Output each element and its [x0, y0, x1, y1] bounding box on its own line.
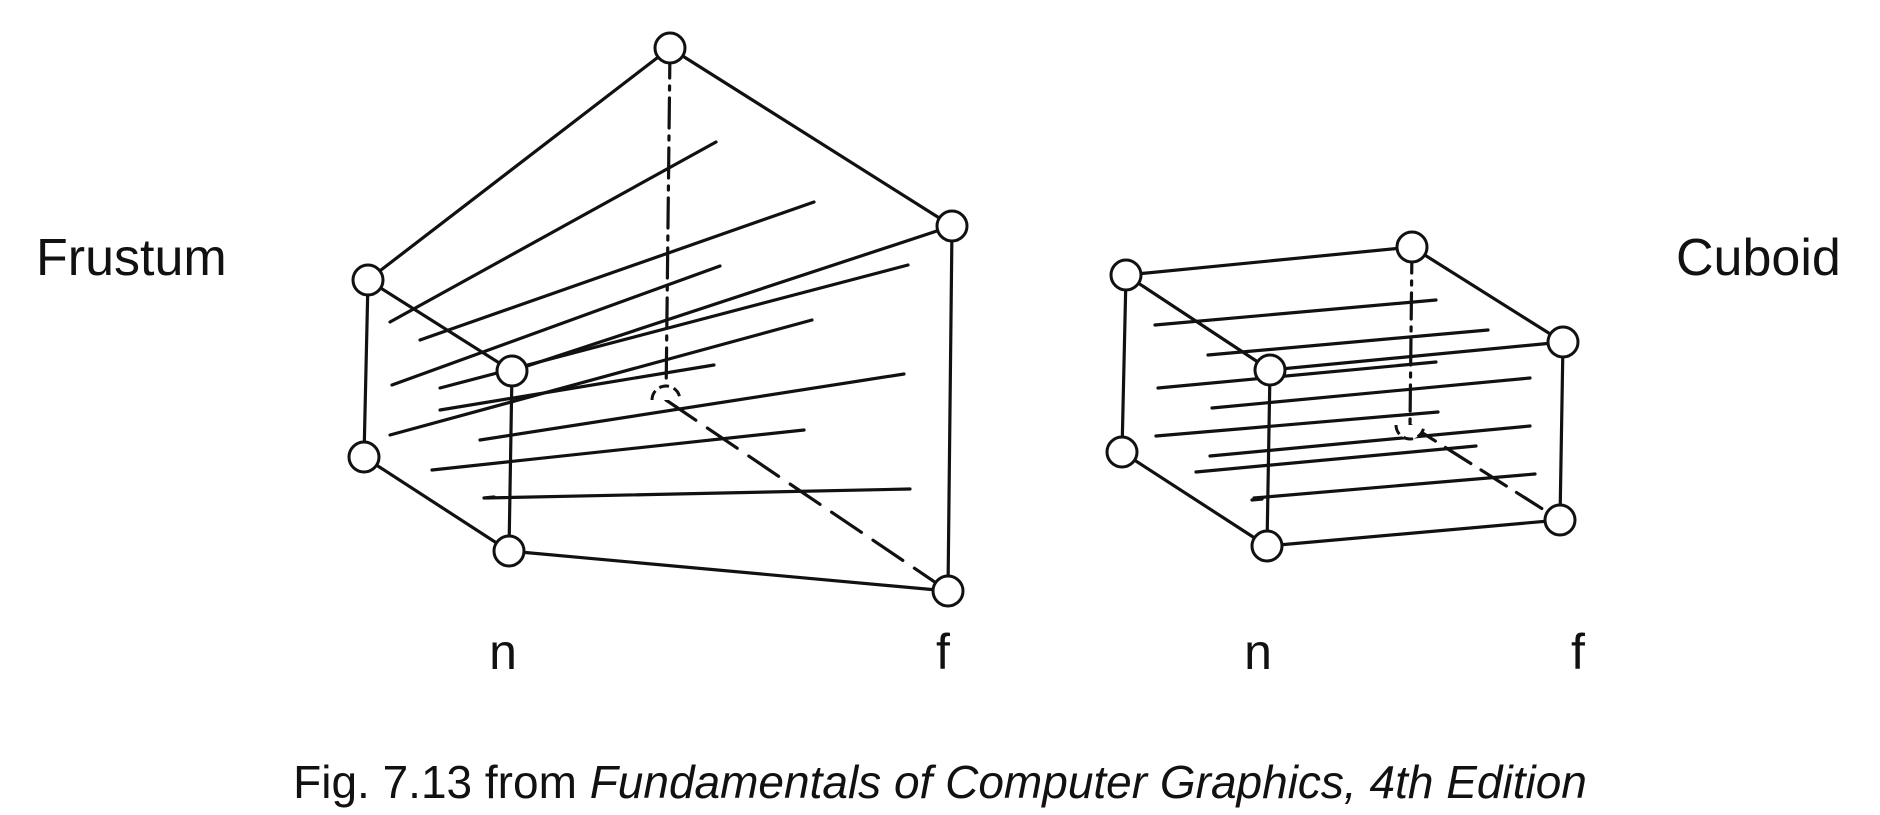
frustum-vertex — [351, 263, 385, 297]
cuboid-vertex — [1105, 435, 1139, 469]
cuboid-label: Cuboid — [1676, 229, 1841, 287]
frustum-vertex — [492, 534, 526, 568]
frustum-far-label: f — [936, 624, 950, 680]
cuboid-vertex — [1250, 529, 1284, 563]
cuboid-far-label: f — [1571, 624, 1585, 680]
frustum-vertex — [653, 31, 687, 65]
frustum-vertex — [935, 209, 969, 243]
frustum-vertex — [495, 354, 529, 388]
cuboid-vertex — [1546, 325, 1580, 359]
figure-caption: Fig. 7.13 from Fundamentals of Computer … — [0, 754, 1880, 810]
frustum-label: Frustum — [36, 229, 227, 287]
cuboid-hidden-vertex — [1394, 424, 1426, 441]
caption-prefix: Fig. 7.13 from — [293, 756, 590, 808]
cuboid-shape — [1120, 245, 1565, 548]
cuboid-near-label: n — [1244, 624, 1272, 680]
cuboid-vertex — [1395, 230, 1429, 264]
frustum-shape — [362, 46, 954, 593]
frustum-hidden-vertex — [650, 384, 682, 401]
frustum-vertex — [931, 574, 965, 608]
cuboid-vertex — [1253, 353, 1287, 387]
frustum-near-label: n — [489, 624, 517, 680]
cuboid-vertex — [1543, 503, 1577, 537]
frustum-vertices — [347, 31, 969, 608]
caption-book-title: Fundamentals of Computer Graphics, 4th E… — [589, 756, 1587, 808]
cuboid-vertices — [1105, 230, 1580, 563]
cuboid-vertex — [1109, 258, 1143, 292]
frustum-vertex — [347, 440, 381, 474]
